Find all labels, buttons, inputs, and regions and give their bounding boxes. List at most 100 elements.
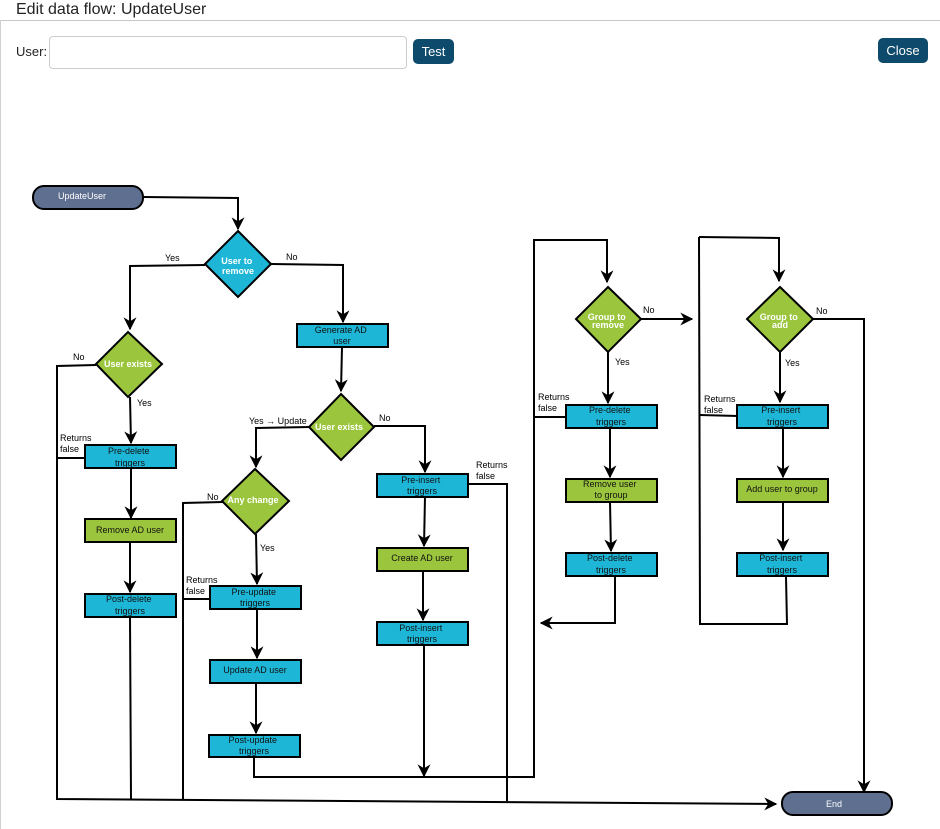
process-label: Create AD user <box>391 553 453 563</box>
edge-label-no: No <box>816 306 828 316</box>
decision-label: Group to add <box>760 312 801 330</box>
connector <box>334 346 348 393</box>
edge-label-no: No <box>643 305 655 315</box>
edge-label-returns-false: Returns false <box>60 433 94 454</box>
process-label: Add user to group <box>746 484 818 494</box>
decision-label: User to remove <box>221 256 255 276</box>
process-shape <box>376 547 469 572</box>
close-button[interactable]: Close <box>878 38 928 63</box>
connector <box>142 196 245 231</box>
user-input[interactable] <box>49 36 407 69</box>
process-label: Update AD user <box>223 665 287 675</box>
connector <box>417 496 431 548</box>
edge-label-no: No <box>207 492 219 502</box>
process-post-delete-2: Post-delete triggers <box>565 552 658 577</box>
process-label: Post-insert triggers <box>399 623 445 644</box>
connector <box>374 425 432 474</box>
process-add-user-to-group: Add user to group <box>736 478 829 503</box>
process-post-insert-1: Post-insert triggers <box>376 621 469 646</box>
decision-shape <box>94 330 164 399</box>
process-label: Pre-insert triggers <box>761 405 803 427</box>
decision-shape <box>307 392 376 462</box>
end-node-shape <box>781 791 893 816</box>
decision-user-exists-mid: User exists <box>307 392 376 462</box>
end-node-label: End <box>826 799 842 809</box>
process-label: Generate AD user <box>315 325 370 346</box>
edge-label-yes: Yes <box>615 357 630 367</box>
connector <box>56 364 778 811</box>
edge-label-returns-false: Returns false <box>186 575 220 596</box>
process-shape <box>296 323 389 348</box>
connector <box>698 236 786 283</box>
edge-label-yes-update: Yes → Update <box>249 416 307 426</box>
process-label: Pre-insert triggers <box>401 475 443 496</box>
connector <box>539 577 616 630</box>
connector <box>698 236 789 625</box>
process-shape <box>736 478 829 503</box>
decision-any-change: Any change <box>220 467 291 536</box>
connector <box>124 396 138 445</box>
process-label: Remove user to group <box>583 479 639 500</box>
dialog-left-border <box>0 20 1 829</box>
decision-label: Any change <box>227 495 278 505</box>
process-shape <box>209 659 302 684</box>
process-shape <box>736 404 829 429</box>
connector <box>123 264 206 331</box>
process-shape <box>84 518 177 543</box>
process-post-insert-2: Post-insert triggers <box>736 552 829 577</box>
process-post-update: Post-update triggers <box>208 734 301 758</box>
connector <box>182 501 224 799</box>
process-shape <box>565 478 658 503</box>
edge-label-yes: Yes <box>260 543 275 553</box>
process-label: Pre-delete triggers <box>108 446 152 468</box>
connector <box>699 414 739 417</box>
edge-label-no: No <box>379 413 391 423</box>
decision-user-to-remove: User to remove <box>203 229 273 299</box>
process-shape <box>84 444 177 469</box>
decision-shape <box>745 285 815 354</box>
decision-shape <box>574 285 643 354</box>
process-pre-update: Pre-update triggers <box>209 585 302 610</box>
process-pre-insert-2: Pre-insert triggers <box>736 404 829 429</box>
connector <box>250 533 264 586</box>
decision-label: User exists <box>315 422 363 432</box>
process-pre-delete-2: Pre-delete triggers <box>565 404 658 429</box>
decision-shape <box>203 229 273 299</box>
edge-labels: Yes No No Yes Returns false Yes → Update… <box>60 252 828 596</box>
process-shape <box>565 404 658 429</box>
decision-label: Group to remove <box>588 312 629 330</box>
connector <box>253 239 614 778</box>
connector <box>270 263 350 324</box>
process-post-delete-1: Post-delete triggers <box>84 593 177 618</box>
user-label: User: <box>16 44 48 59</box>
process-remove-ad-user: Remove AD user <box>84 518 177 543</box>
process-label: Remove AD user <box>96 525 164 535</box>
edge-label-no: No <box>286 252 298 262</box>
process-update-ad-user: Update AD user <box>209 659 302 684</box>
edge-label-returns-false: Returns false <box>476 460 510 481</box>
edge-label-yes: Yes <box>165 253 180 263</box>
process-label: Post-delete triggers <box>106 594 154 616</box>
process-shape <box>565 552 658 577</box>
connector <box>129 616 132 800</box>
decision-group-to-add: Group to add <box>745 285 815 354</box>
process-create-ad-user: Create AD user <box>376 547 469 572</box>
edge-label-returns-false: Returns false <box>704 394 738 415</box>
process-shape <box>209 585 302 610</box>
decision-label: User exists <box>104 359 152 369</box>
decision-user-exists-left: User exists <box>94 330 164 399</box>
dialog-header: Edit data flow: UpdateUser <box>0 0 940 21</box>
process-label: Post-delete triggers <box>587 553 635 575</box>
decision-shape <box>220 467 291 536</box>
edge-label-yes: Yes <box>785 358 800 368</box>
decision-group-to-remove: Group to remove <box>574 285 643 354</box>
connector <box>604 501 618 553</box>
test-button[interactable]: Test <box>413 39 454 64</box>
edge-label-returns-false: Returns false <box>538 392 572 413</box>
process-shape <box>736 552 829 577</box>
start-node-shape <box>32 185 144 210</box>
process-shape <box>84 593 177 618</box>
process-label: Post-insert triggers <box>759 553 805 575</box>
process-generate-ad-user: Generate AD user <box>296 323 389 348</box>
